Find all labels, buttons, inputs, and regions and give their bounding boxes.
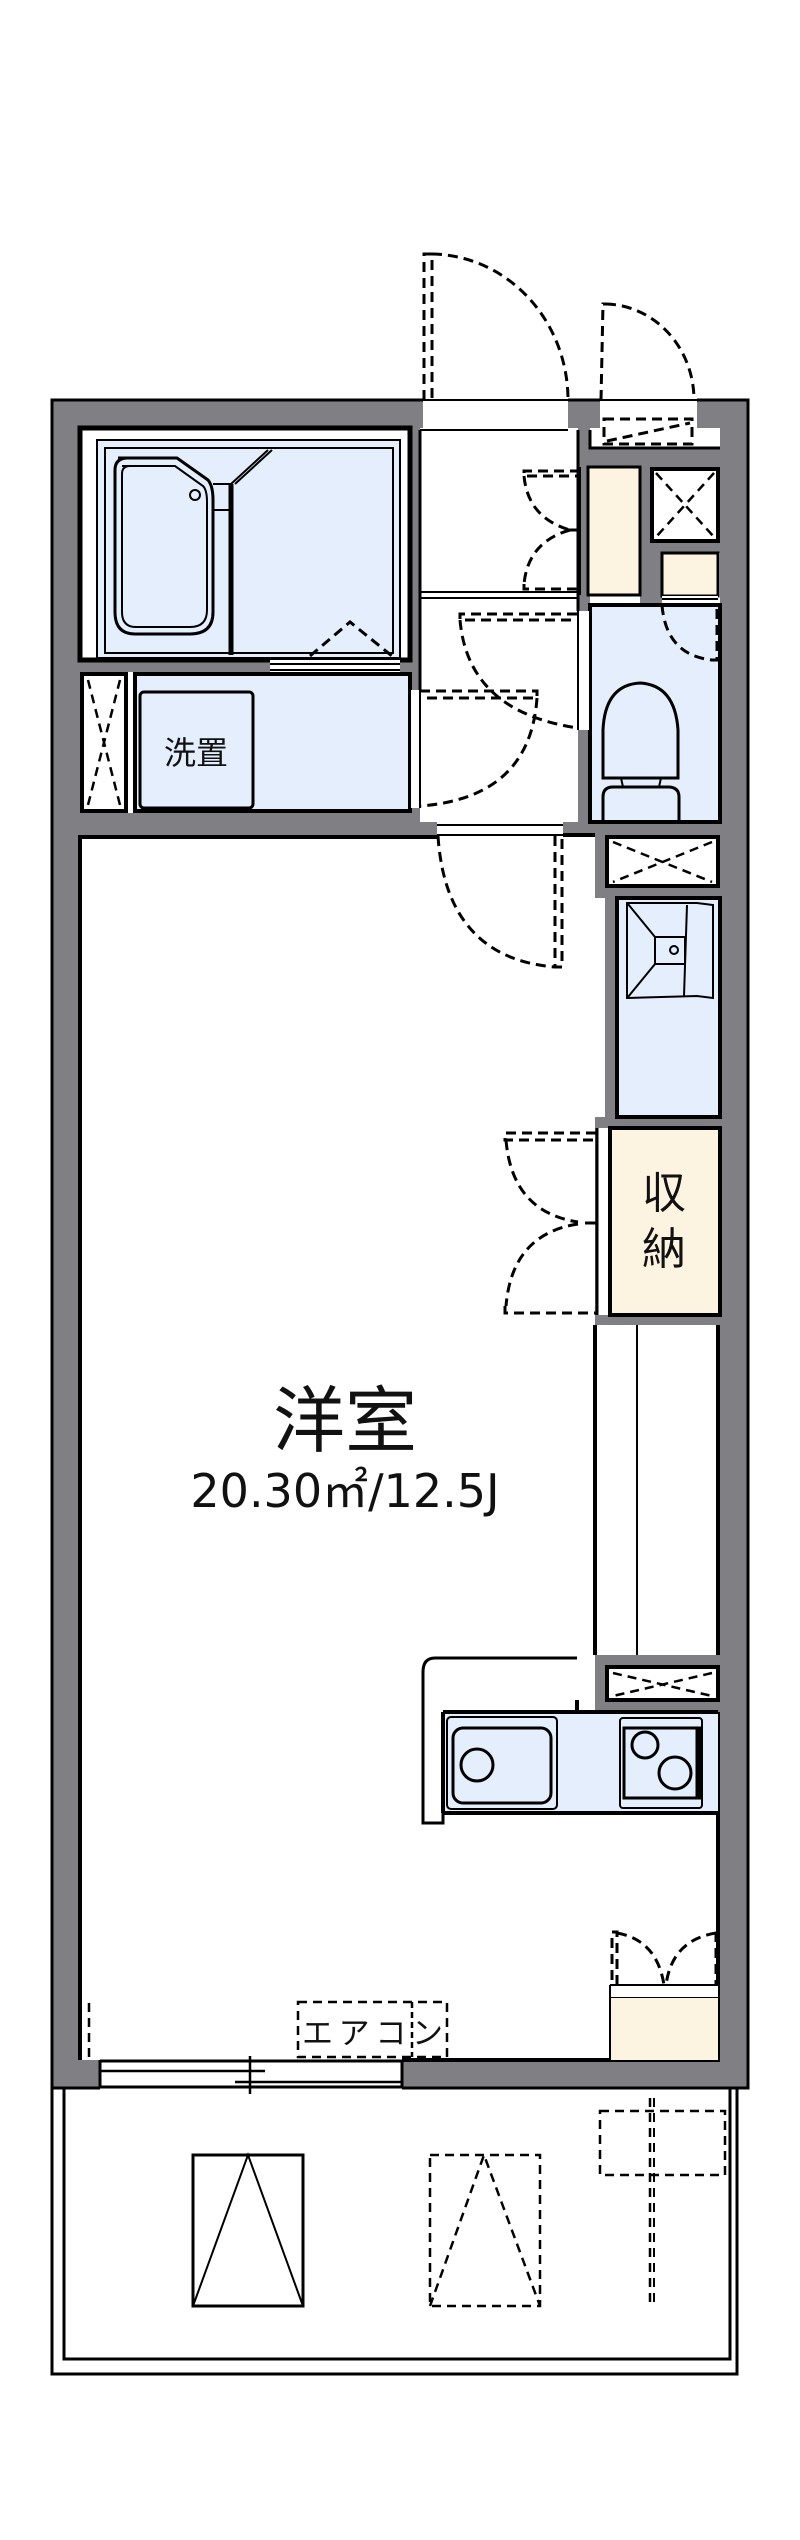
drain-icon xyxy=(459,1747,495,1783)
evacuation-hatch-icon xyxy=(428,2153,542,2308)
balcony xyxy=(50,2088,739,2376)
exterior-walls xyxy=(50,398,750,2090)
outdoor-unit-icon xyxy=(191,2153,305,2308)
kitchen-sink-icon xyxy=(451,1726,553,1805)
burner-icon xyxy=(630,1730,660,1760)
washroom: 洗置 xyxy=(133,672,412,813)
small-storage[interactable] xyxy=(660,551,720,605)
interior-walls xyxy=(80,428,720,1712)
faucet-icon xyxy=(189,489,201,501)
room-name-label: 洋室 xyxy=(273,1379,417,1463)
washbasin-icon xyxy=(626,902,714,1000)
burner-icon xyxy=(657,1755,693,1791)
meter-box[interactable] xyxy=(588,302,720,450)
washbasin-area xyxy=(615,896,722,1119)
kitchen xyxy=(421,1656,718,1825)
x-box-pipe-space-top xyxy=(650,467,720,543)
x-box-pipe-space-mid xyxy=(605,835,720,888)
storage-closet[interactable]: 収 納 xyxy=(503,1126,722,1317)
toilet-door[interactable] xyxy=(458,611,591,730)
washing-machine-space xyxy=(138,690,255,810)
shoe-closet[interactable] xyxy=(522,465,642,597)
x-box-pipe-space-kitchen xyxy=(605,1665,720,1702)
x-box-pipe-space-left xyxy=(80,672,128,813)
washing-machine-label: 洗置 xyxy=(164,734,228,772)
storage-label-line1: 収 xyxy=(642,1168,686,1219)
toilet-icon xyxy=(601,681,680,780)
washroom-door[interactable] xyxy=(409,689,539,808)
storage-label-line2: 納 xyxy=(642,1224,686,1275)
bathtub xyxy=(113,456,215,636)
entrance xyxy=(418,428,580,822)
entrance-door[interactable] xyxy=(422,252,570,431)
small-closet-bottom[interactable] xyxy=(609,1930,718,2060)
western-room: 洋室 20.30㎡/12.5J xyxy=(78,833,720,2062)
sliding-window[interactable] xyxy=(98,2056,404,2094)
room-door[interactable] xyxy=(436,822,564,969)
unit-bath xyxy=(77,425,413,663)
toilet-room xyxy=(588,603,722,824)
bath-door[interactable] xyxy=(270,660,400,672)
room-area-label: 20.30㎡/12.5J xyxy=(190,1464,499,1518)
